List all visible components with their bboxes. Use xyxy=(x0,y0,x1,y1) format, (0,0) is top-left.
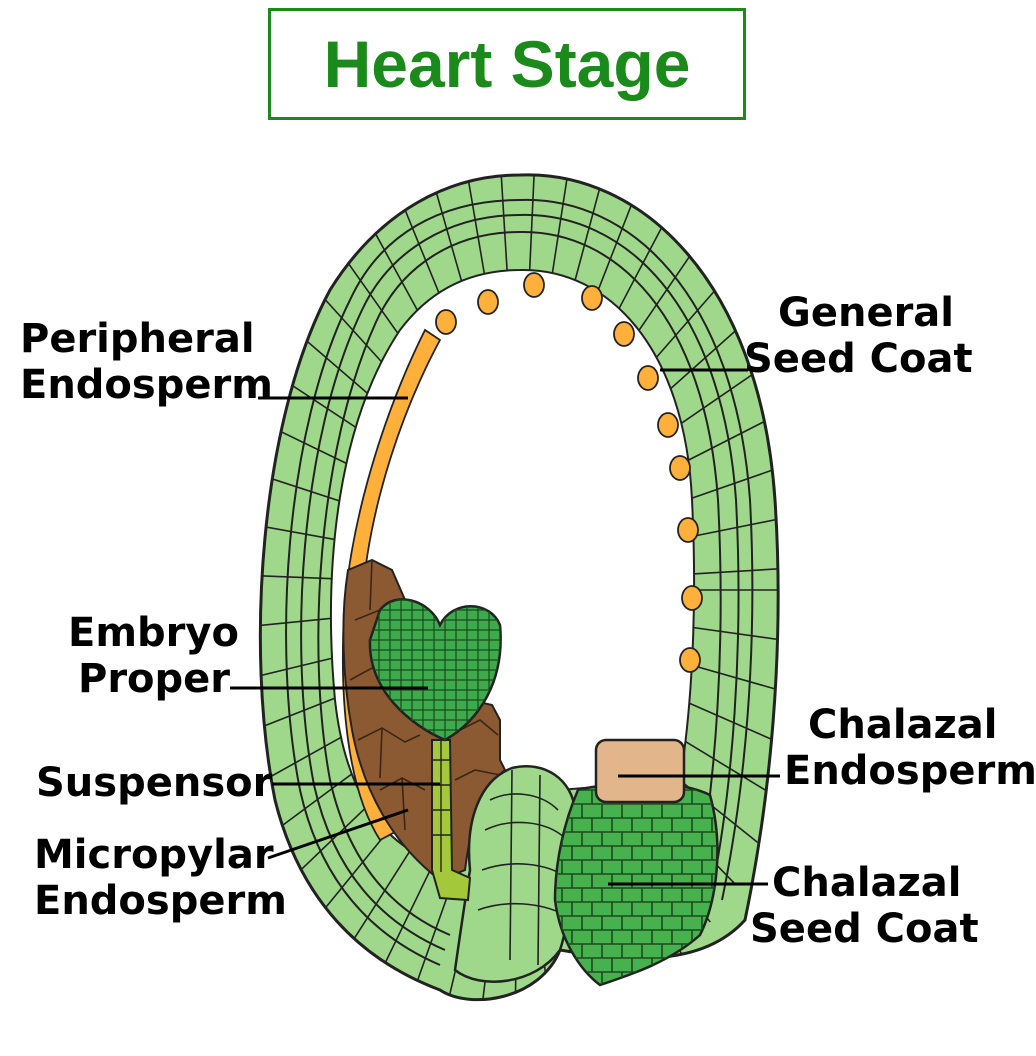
leader-micropylar-endosperm xyxy=(267,808,409,860)
endosperm-nucleus xyxy=(581,285,603,311)
label-peripheral-endosperm: Peripheral Endosperm xyxy=(20,316,273,408)
label-general-seed-coat-line1: General xyxy=(778,290,954,336)
label-chalazal-endosperm-line2: Endosperm xyxy=(784,748,1036,794)
label-embryo-proper-line1: Embryo xyxy=(68,610,239,656)
label-suspensor-line1: Suspensor xyxy=(36,760,273,806)
chalazal-endosperm xyxy=(594,738,686,804)
page-title: Heart Stage xyxy=(323,27,691,101)
label-chalazal-endosperm: Chalazal Endosperm xyxy=(784,702,1036,794)
label-general-seed-coat: General Seed Coat xyxy=(744,290,973,382)
endosperm-nucleus xyxy=(435,309,457,335)
label-micropylar-endosperm-line1: Micropylar xyxy=(34,832,274,878)
leader-lines xyxy=(230,368,780,886)
peripheral-endosperm-nuclei xyxy=(435,272,703,673)
seed-coat-layers xyxy=(285,198,754,966)
label-peripheral-endosperm-line1: Peripheral xyxy=(20,316,255,362)
endosperm-nucleus xyxy=(523,272,545,298)
label-peripheral-endosperm-line2: Endosperm xyxy=(20,362,273,408)
label-embryo-proper: Embryo Proper xyxy=(68,610,239,702)
micropylar-integument-cells xyxy=(477,769,569,966)
title-box: Heart Stage xyxy=(268,8,746,120)
label-chalazal-seed-coat: Chalazal Seed Coat xyxy=(750,860,979,952)
label-chalazal-endosperm-line1: Chalazal xyxy=(808,702,998,748)
endosperm-nucleus xyxy=(477,289,499,315)
label-suspensor: Suspensor xyxy=(36,760,272,806)
label-embryo-proper-line2: Proper xyxy=(78,656,231,702)
endosperm-nucleus xyxy=(677,517,699,543)
endosperm-nucleus xyxy=(679,647,701,673)
endosperm-nucleus xyxy=(669,455,691,481)
endosperm-nucleus xyxy=(637,365,659,391)
label-micropylar-endosperm: Micropylar Endosperm xyxy=(34,832,287,924)
label-chalazal-seed-coat-line2: Seed Coat xyxy=(750,906,979,952)
endosperm-nucleus xyxy=(681,585,703,611)
label-micropylar-endosperm-line2: Endosperm xyxy=(34,878,287,924)
endosperm-nucleus xyxy=(657,412,679,438)
label-general-seed-coat-line2: Seed Coat xyxy=(744,336,973,382)
endosperm-nucleus xyxy=(613,321,635,347)
label-chalazal-seed-coat-line1: Chalazal xyxy=(772,860,962,906)
